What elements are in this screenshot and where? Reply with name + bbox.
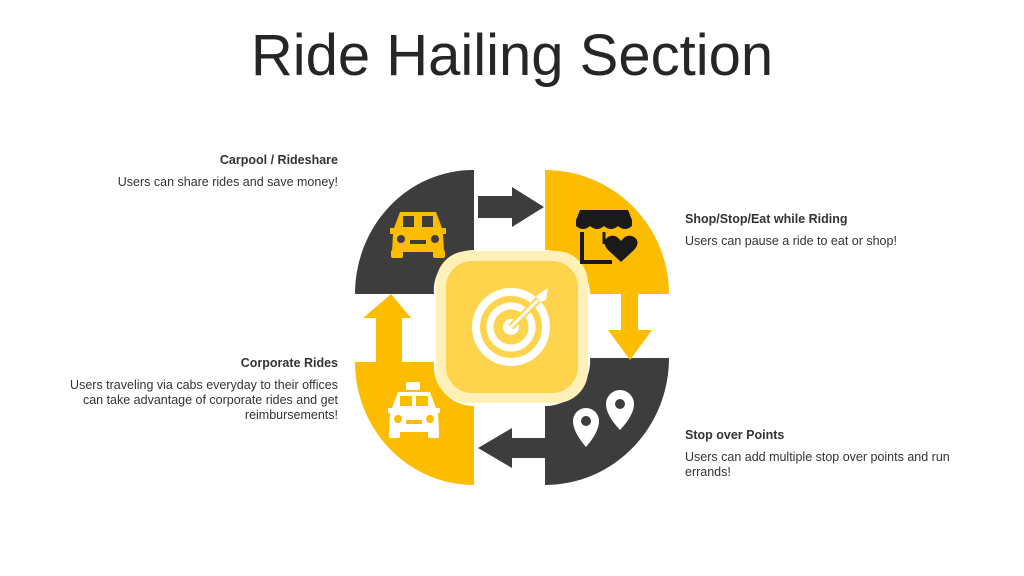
- corporate-heading: Corporate Rides: [240, 356, 338, 370]
- corporate-description: Users traveling via cabs everyday to the…: [70, 378, 338, 422]
- shop-heading: Shop/Stop/Eat while Riding: [685, 212, 848, 226]
- location-pins-icon: [573, 390, 634, 447]
- arrow-up: [363, 294, 411, 366]
- carpool-heading: Carpool / Rideshare: [219, 153, 338, 167]
- corporate-block: Corporate Rides Users traveling via cabs…: [68, 356, 338, 423]
- carpool-description: Users can share rides and save money!: [117, 175, 338, 189]
- carpool-block: Carpool / Rideshare Users can share ride…: [60, 153, 338, 190]
- arrow-right: [478, 187, 544, 227]
- arrow-left: [478, 428, 545, 468]
- stopover-block: Stop over Points Users can add multiple …: [685, 428, 950, 480]
- target-icon: [472, 288, 550, 366]
- shop-block: Shop/Stop/Eat while Riding Users can pau…: [685, 212, 945, 249]
- segment-top-right: [545, 170, 669, 294]
- page-title: Ride Hailing Section: [250, 23, 774, 88]
- car-icon: [390, 212, 446, 258]
- taxi-icon: [388, 382, 440, 438]
- stopover-heading: Stop over Points: [685, 428, 785, 442]
- shop-heart-icon: [576, 210, 638, 264]
- shop-description: Users can pause a ride to eat or shop!: [685, 234, 897, 248]
- arrow-down: [608, 294, 652, 360]
- stopover-description: Users can add multiple stop over points …: [685, 450, 950, 479]
- segment-bottom-right: [545, 358, 669, 485]
